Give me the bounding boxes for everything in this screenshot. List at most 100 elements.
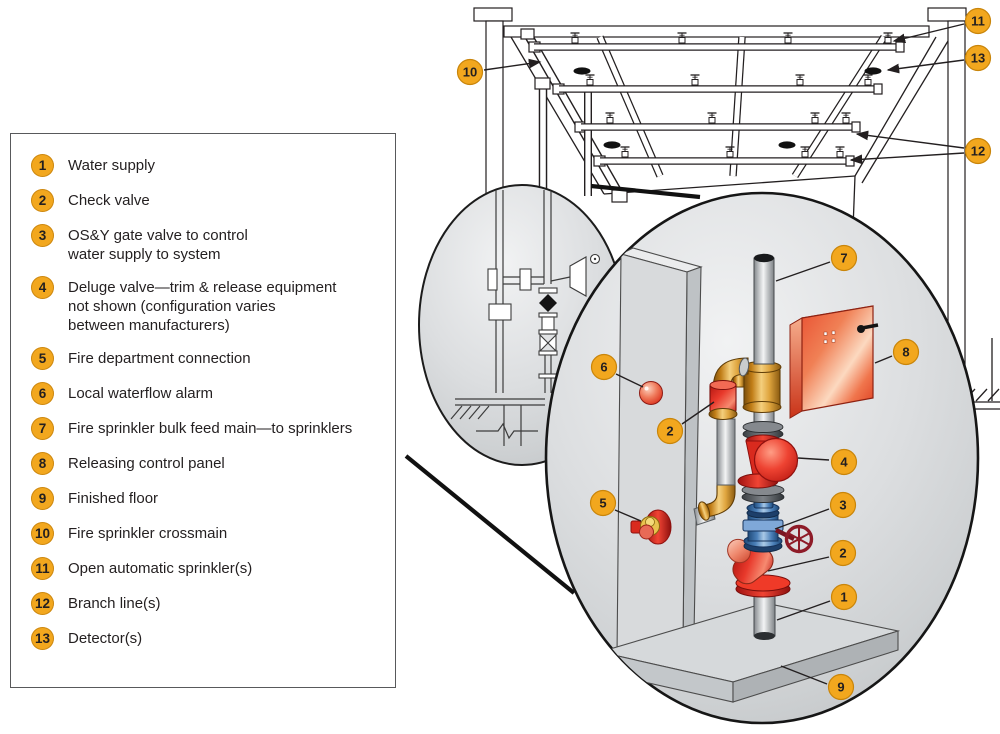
ceiling-joists (596, 34, 888, 179)
magnifier-wedge (404, 183, 701, 595)
callout-badge: 11 (964, 7, 992, 35)
callout-badge: 2 (656, 417, 684, 445)
legend-item: 2 Check valve (31, 189, 385, 212)
panel-knob (857, 323, 879, 333)
room-structure (473, 7, 1000, 410)
waterflow-alarm-bell (639, 381, 663, 405)
column-capital-left (473, 7, 513, 22)
svg-text:11: 11 (971, 14, 985, 29)
svg-text:10: 10 (463, 65, 477, 80)
legend-item-label: Open automatic sprinkler(s) (68, 560, 253, 577)
svg-text:2: 2 (839, 546, 846, 561)
callout-badge: 3 (829, 491, 857, 519)
releasing-control-panel (789, 305, 879, 419)
fdc-bypass-upper (708, 357, 750, 420)
fdc-bypass-lower (693, 418, 736, 526)
callout-badge: 9 (827, 673, 855, 701)
legend-item-badge: 6 (31, 382, 54, 405)
callout-badge: 8 (892, 338, 920, 366)
legend-item: 1 Water supply (31, 154, 385, 177)
legend-item: 6 Local waterflow alarm (31, 382, 385, 405)
legend-item-badge: 8 (31, 452, 54, 475)
fire-department-connection (630, 509, 672, 545)
legend-item: 7 Fire sprinkler bulk feed main—to sprin… (31, 417, 385, 440)
legend-item-badge: 7 (31, 417, 54, 440)
callout-badge: 5 (589, 489, 617, 517)
detector-icon (603, 141, 621, 149)
legend-item-badge: 12 (31, 592, 54, 615)
legend-item-badge: 5 (31, 347, 54, 370)
legend-item-badge: 13 (31, 627, 54, 650)
legend-item-badge: 9 (31, 487, 54, 510)
detectors (573, 67, 882, 149)
riser-assembly (727, 253, 814, 640)
legend-item: 10 Fire sprinkler crossmain (31, 522, 385, 545)
svg-text:4: 4 (840, 455, 848, 470)
ceiling-beam (503, 25, 930, 38)
branch-lines (534, 41, 905, 167)
osy-gate-valve (742, 496, 814, 554)
deluge-valve (737, 434, 799, 489)
legend-item: 11 Open automatic sprinkler(s) (31, 557, 385, 580)
wall-slab (616, 247, 703, 657)
svg-text:2: 2 (666, 424, 673, 439)
callout-badge: 12 (964, 137, 992, 165)
callout-badge: 13 (964, 44, 992, 72)
legend-item-label: Local waterflow alarm (68, 385, 214, 402)
detector-icon (778, 141, 796, 149)
legend-item-label: Releasing control panel (68, 455, 225, 472)
water-supply-pipe (753, 591, 776, 637)
legend-item-label: OS&Y gate valve to control water supply … (68, 227, 248, 263)
svg-text:7: 7 (840, 251, 847, 266)
callout-badge: 2 (829, 539, 857, 567)
legend-item-label: Deluge valve—trim & release equipment no… (68, 279, 337, 334)
svg-text:9: 9 (837, 680, 844, 695)
callout-leaders (483, 23, 965, 685)
legend-item: 3 OS&Y gate valve to control water suppl… (31, 224, 385, 264)
legend-item-label: Water supply (68, 157, 155, 174)
legend-item-badge: 10 (31, 522, 54, 545)
legend-item: 4 Deluge valve—trim & release equipment … (31, 276, 385, 335)
legend-item: 5 Fire department connection (31, 347, 385, 370)
callout-badges: 10 11 13 12 7 8 6 2 5 4 3 2 1 9 (456, 7, 992, 701)
legend-item-label: Fire department connection (68, 350, 251, 367)
callout-badge: 4 (830, 448, 858, 476)
legend-item: 13 Detector(s) (31, 627, 385, 650)
legend-item-badge: 3 (31, 224, 54, 247)
svg-text:12: 12 (971, 144, 985, 159)
floor-slab (597, 602, 901, 703)
legend-items: 1 Water supply 2 Check valve 3 OS&Y gate… (31, 154, 385, 650)
column-capital-right (927, 7, 967, 22)
bulk-feed-main-pipe (753, 257, 775, 365)
legend-item: 9 Finished floor (31, 487, 385, 510)
detector-icon (864, 67, 882, 75)
legend-item-label: Check valve (68, 192, 150, 209)
legend-item-label: Detector(s) (68, 630, 143, 647)
detector-icon (573, 67, 591, 75)
legend-item-badge: 1 (31, 154, 54, 177)
callout-badge: 7 (830, 244, 858, 272)
legend-item-label: Finished floor (68, 490, 159, 507)
svg-text:3: 3 (839, 498, 846, 513)
svg-text:5: 5 (599, 496, 606, 511)
svg-text:8: 8 (902, 345, 909, 360)
callout-badge: 6 (590, 353, 618, 381)
svg-text:1: 1 (840, 590, 847, 605)
callout-badge: 1 (830, 583, 858, 611)
legend-item-label: Fire sprinkler bulk feed main—to sprinkl… (68, 420, 353, 437)
svg-text:6: 6 (600, 360, 607, 375)
legend-item-badge: 11 (31, 557, 54, 580)
riser-schematic (450, 190, 601, 446)
column-left (485, 20, 504, 202)
handwheel (774, 524, 814, 554)
magnifier-large-circle (544, 191, 980, 725)
legend-item-badge: 4 (31, 276, 54, 299)
legend-panel: 1 Water supply 2 Check valve 3 OS&Y gate… (10, 133, 396, 688)
legend-item-label: Fire sprinkler crossmain (68, 525, 228, 542)
legend-item: 12 Branch line(s) (31, 592, 385, 615)
legend-item-label: Branch line(s) (68, 595, 161, 612)
legend-item: 8 Releasing control panel (31, 452, 385, 475)
svg-text:13: 13 (971, 51, 985, 66)
